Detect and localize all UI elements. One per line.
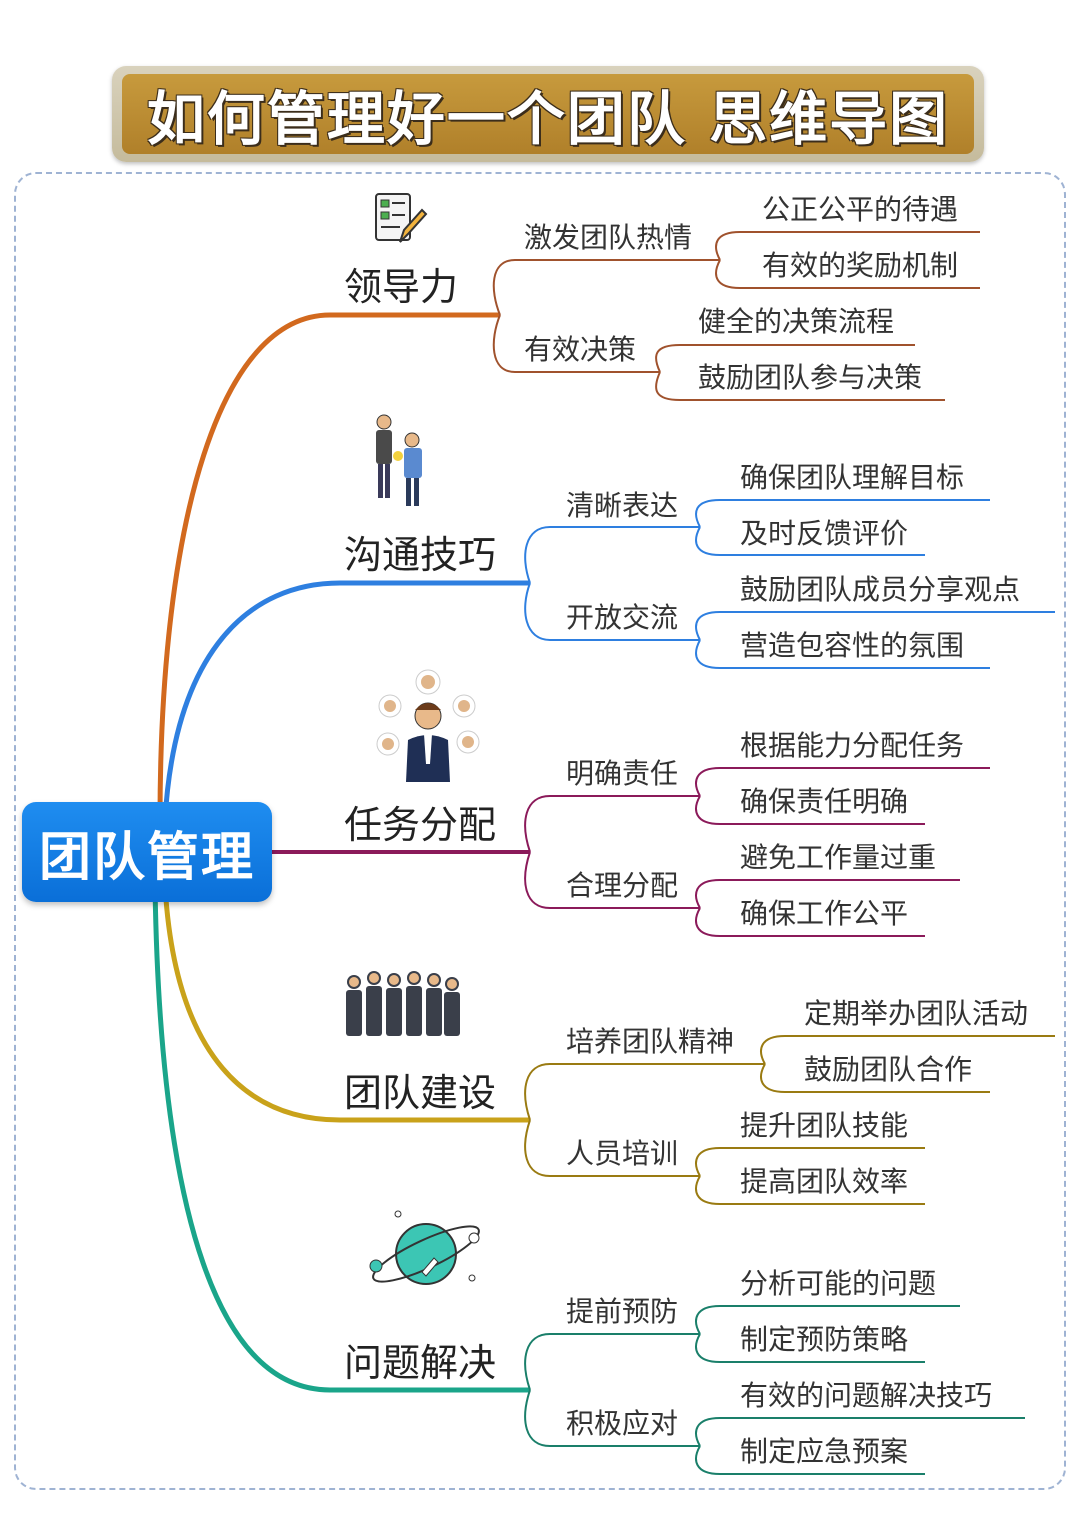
connector-teambuilding xyxy=(162,884,530,1123)
leaf: 确保团队理解目标 xyxy=(740,461,965,494)
page-title: 如何管理好一个团队 思维导图 xyxy=(146,85,950,153)
branch-team-building: 团队建设 xyxy=(344,1071,497,1115)
leaf: 根据能力分配任务 xyxy=(740,729,965,762)
sub-team-spirit: 培养团队精神 xyxy=(566,1025,735,1058)
leaf: 鼓励团队成员分享观点 xyxy=(740,573,1021,606)
connector-problem xyxy=(152,884,530,1393)
leaf: 分析可能的问题 xyxy=(740,1267,937,1300)
leaf: 公正公平的待遇 xyxy=(762,193,959,226)
business-team-icon xyxy=(346,971,460,1036)
sub-staff-training: 人员培训 xyxy=(566,1137,679,1170)
sub-clear-responsibility: 明确责任 xyxy=(566,757,679,790)
leaf: 提升团队技能 xyxy=(740,1109,909,1142)
leaf: 确保责任明确 xyxy=(740,785,909,818)
leaf: 及时反馈评价 xyxy=(740,517,909,550)
leaf: 制定应急预案 xyxy=(740,1435,909,1468)
branch-problem-solving: 问题解决 xyxy=(344,1341,497,1385)
planet-rocket-icon xyxy=(369,1210,480,1285)
sub-clear-expression: 清晰表达 xyxy=(566,489,679,522)
leaf: 定期举办团队活动 xyxy=(804,997,1029,1030)
root-node: 团队管理 xyxy=(22,802,272,902)
root-label: 团队管理 xyxy=(38,827,255,888)
leaf: 制定预防策略 xyxy=(740,1323,909,1356)
dashed-frame xyxy=(14,172,1066,1490)
leaf: 营造包容性的氛围 xyxy=(740,629,965,662)
title-banner-inner: 如何管理好一个团队 思维导图 xyxy=(122,74,974,154)
two-people-talking-icon xyxy=(376,414,422,506)
sub-reasonable-allocation: 合理分配 xyxy=(566,869,679,902)
leaf: 健全的决策流程 xyxy=(698,305,895,338)
sub-open-communication: 开放交流 xyxy=(566,601,679,634)
leaf: 提高团队效率 xyxy=(740,1165,909,1198)
sub-inspire-enthusiasm: 激发团队热情 xyxy=(524,221,693,254)
sub-effective-decision: 有效决策 xyxy=(524,333,637,366)
leaf: 有效的问题解决技巧 xyxy=(740,1379,993,1412)
sub-active-response: 积极应对 xyxy=(566,1407,679,1440)
leaf: 避免工作量过重 xyxy=(740,841,937,874)
leaf: 确保工作公平 xyxy=(740,897,909,930)
leaf: 鼓励团队合作 xyxy=(804,1053,973,1086)
branch-communication: 沟通技巧 xyxy=(344,533,497,577)
leaf: 有效的奖励机制 xyxy=(762,249,959,282)
title-banner: 如何管理好一个团队 思维导图 xyxy=(112,66,984,162)
branch-leadership: 领导力 xyxy=(344,265,459,309)
connector-communication xyxy=(162,580,530,821)
connector-leadership xyxy=(157,312,500,821)
checklist-pencil-icon xyxy=(375,193,428,243)
branch-task-assignment: 任务分配 xyxy=(344,803,497,847)
leaf: 鼓励团队参与决策 xyxy=(698,361,923,394)
manager-with-team-icon xyxy=(376,669,480,782)
sub-prevention: 提前预防 xyxy=(566,1295,679,1328)
